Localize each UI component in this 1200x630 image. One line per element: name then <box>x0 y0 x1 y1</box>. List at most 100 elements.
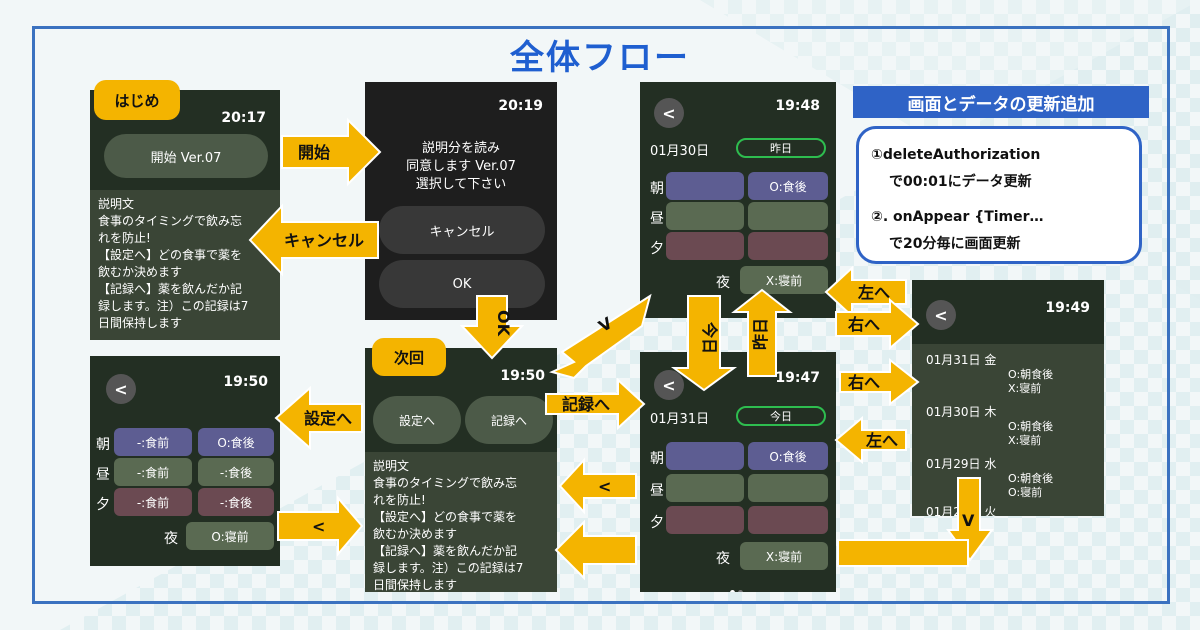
noon-left[interactable] <box>666 474 744 502</box>
evening-left[interactable] <box>666 232 744 260</box>
noon-before[interactable]: -:食前 <box>114 458 192 486</box>
screen-main: 19:50 設定へ 記録へ 説明文 食事のタイミングで飲み忘 れを防止! 【設定… <box>365 348 557 592</box>
arrow-label-right-2: 右へ <box>848 373 880 392</box>
arrow-cancel <box>248 203 379 277</box>
arrow-label-cancel: キャンセル <box>284 231 364 250</box>
row-label-morning: 朝 <box>96 437 110 453</box>
row-label-evening: 夕 <box>650 515 664 531</box>
row-label-noon: 昼 <box>650 483 664 499</box>
back-button[interactable]: < <box>926 300 956 330</box>
screen-record-yesterday: < 19:48 01月30日 昨日 朝 O:食後 昼 夕 夜 X:寝前 <box>640 82 836 318</box>
history-line: X:寝前 <box>1008 382 1042 395</box>
arrow-to-settings <box>274 385 363 451</box>
noon-after[interactable]: -:食後 <box>198 458 274 486</box>
clock: 19:48 <box>775 98 820 114</box>
arrow-right-1 <box>835 297 920 351</box>
arrow-label-left-2: 左へ <box>865 431 898 450</box>
morning-left[interactable] <box>666 442 744 470</box>
arrow-yesterday <box>731 288 793 377</box>
description-text: 説明文 食事のタイミングで飲み忘 れを防止! 【設定へ】どの食事で薬を 飲むか決… <box>365 452 557 592</box>
row-label-night: 夜 <box>716 551 730 567</box>
noon-right[interactable] <box>748 202 828 230</box>
history-line: O:朝食後 <box>1008 368 1054 381</box>
description-text: 説明文 食事のタイミングで飲み忘 れを防止! 【設定へ】どの食事で薬を 飲むか決… <box>90 190 280 340</box>
clock: 19:50 <box>500 368 545 384</box>
row-label-night: 夜 <box>716 275 730 291</box>
day-chip: 今日 <box>736 406 826 426</box>
arrow-label-back-lt: < <box>598 477 611 496</box>
note-line-1: ①deleteAuthorization <box>871 147 1041 163</box>
night-value[interactable]: X:寝前 <box>740 266 828 294</box>
arrow-main-bottom <box>554 519 637 581</box>
history-date: 01月29日 水 <box>926 457 997 471</box>
morning-right[interactable]: O:食後 <box>748 172 828 200</box>
history-line: O:朝食後 <box>1008 420 1054 433</box>
row-label-noon: 昼 <box>96 467 110 483</box>
morning-before[interactable]: -:食前 <box>114 428 192 456</box>
evening-right[interactable] <box>748 232 828 260</box>
arrow-start <box>281 117 382 187</box>
history-date: 01月31日 金 <box>926 353 997 367</box>
screen-start: 20:17 開始 Ver.07 説明文 食事のタイミングで飲み忘 れを防止! 【… <box>90 90 280 340</box>
evening-before[interactable]: -:食前 <box>114 488 192 516</box>
clock: 20:19 <box>498 98 543 114</box>
morning-right[interactable]: O:食後 <box>748 442 828 470</box>
arrow-label-right-1: 右へ <box>848 315 880 334</box>
noon-left[interactable] <box>666 202 744 230</box>
ok-button[interactable]: OK <box>379 260 545 308</box>
row-label-noon: 昼 <box>650 211 664 227</box>
note-line-4: で20分毎に画面更新 <box>889 236 1021 252</box>
record-date: 01月30日 <box>650 144 710 159</box>
page-dots <box>730 580 746 592</box>
badge-start: はじめ <box>94 80 180 120</box>
cancel-button[interactable]: キャンセル <box>379 206 545 254</box>
row-label-morning: 朝 <box>650 451 664 467</box>
clock: 19:49 <box>1045 300 1090 316</box>
arrow-label-to-record: 記録へ <box>562 395 610 414</box>
back-button[interactable]: < <box>654 370 684 400</box>
record-button[interactable]: 記録へ <box>465 396 553 444</box>
night-value[interactable]: X:寝前 <box>740 542 828 570</box>
arrow-label-ok: OK <box>494 310 513 337</box>
clock: 19:47 <box>775 370 820 386</box>
screen-settings: < 19:50 朝 -:食前 O:食後 昼 -:食前 -:食後 夕 -:食前 -… <box>90 356 280 566</box>
page-title: 全体フロー <box>510 38 690 78</box>
arrow-label-settings-link: < <box>312 517 325 536</box>
arrow-history-return <box>837 539 969 567</box>
start-button[interactable]: 開始 Ver.07 <box>104 134 268 178</box>
screen-record-today: < 19:47 01月31日 今日 朝 O:食後 昼 夕 夜 X:寝前 <box>640 352 836 592</box>
history-line: X:寝前 <box>1008 434 1042 447</box>
back-button[interactable]: < <box>654 98 684 128</box>
settings-button[interactable]: 設定へ <box>373 396 461 444</box>
evening-left[interactable] <box>666 506 744 534</box>
noon-right[interactable] <box>748 474 828 502</box>
back-button[interactable]: < <box>106 374 136 404</box>
arrow-label-to-settings: 設定へ <box>304 409 352 428</box>
history-line: O:寝前 <box>1008 486 1043 499</box>
morning-left[interactable] <box>666 172 744 200</box>
note-line-2: で00:01にデータ更新 <box>889 174 1032 190</box>
night-value[interactable]: O:寝前 <box>186 522 274 550</box>
note-heading: 画面とデータの更新追加 <box>853 86 1149 118</box>
screen-consent: 20:19 説明分を読み 同意します Ver.07 選択して下さい キャンセル … <box>365 82 557 320</box>
arrow-today <box>670 295 738 392</box>
history-line: O:朝食後 <box>1008 472 1054 485</box>
arrow-label-v: V <box>962 511 975 530</box>
history-list: 01月31日 金 O:朝食後 X:寝前 01月30日 木 O:朝食後 X:寝前 … <box>912 344 1104 516</box>
row-label-evening: 夕 <box>650 241 664 257</box>
day-chip: 昨日 <box>736 138 826 158</box>
arrow-left-2 <box>834 415 907 465</box>
history-date: 01月30日 木 <box>926 405 997 419</box>
note-box: ①deleteAuthorization で00:01にデータ更新 ②. onA… <box>856 126 1142 264</box>
evening-right[interactable] <box>748 506 828 534</box>
arrow-to-record <box>545 377 646 431</box>
morning-after[interactable]: O:食後 <box>198 428 274 456</box>
clock: 19:50 <box>223 374 268 390</box>
clock: 20:17 <box>221 110 266 126</box>
diagram-frame <box>32 26 1170 604</box>
row-label-morning: 朝 <box>650 181 664 197</box>
arrow-label-start: 開始 <box>298 143 330 162</box>
evening-after[interactable]: -:食後 <box>198 488 274 516</box>
arrow-back-v <box>549 293 652 380</box>
